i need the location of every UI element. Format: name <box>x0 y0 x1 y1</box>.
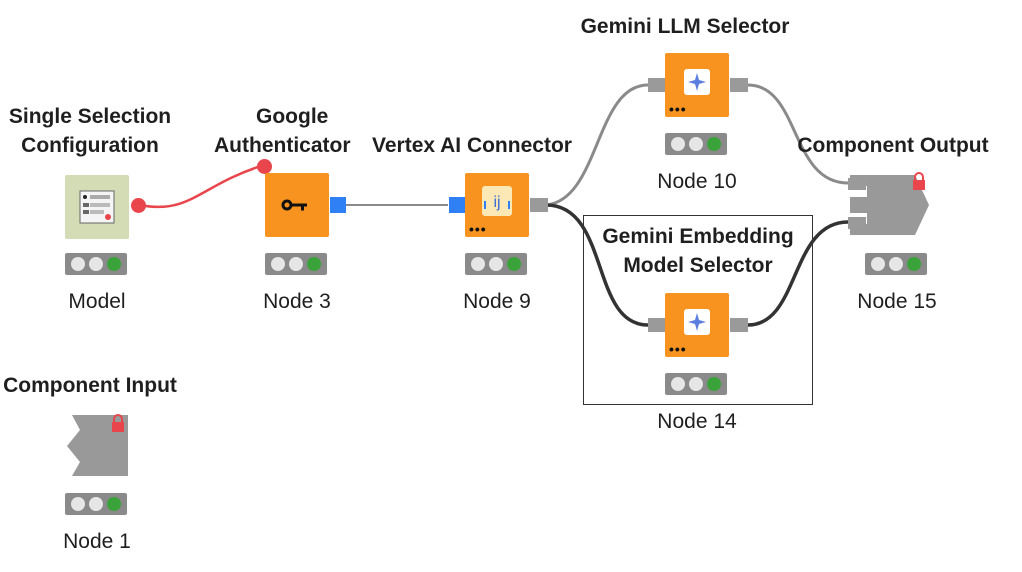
vertex-ai-connector-node[interactable]: ij ••• <box>465 173 529 237</box>
more-dots-icon: ••• <box>669 101 687 117</box>
flow-variable-out-port[interactable] <box>131 198 146 213</box>
connection-in-port[interactable] <box>648 318 666 332</box>
node-label-node1[interactable]: Node 1 <box>63 530 131 553</box>
lock-icon <box>112 414 124 432</box>
component-input-node[interactable] <box>62 410 132 480</box>
node-title-node1: Component Input <box>3 374 177 397</box>
svg-text:ij: ij <box>493 194 500 211</box>
connection-node9-node14[interactable] <box>545 203 649 327</box>
node-title-node14: Gemini Embedding Model Selector <box>602 225 794 277</box>
gemini-icon <box>688 313 706 331</box>
model-out-port[interactable] <box>730 318 748 332</box>
gemini-llm-selector-node[interactable]: ••• <box>665 53 729 117</box>
node-title-node3: Google Authenticator <box>214 105 351 157</box>
node-status-node10 <box>665 133 727 155</box>
connection-node10-node15[interactable] <box>747 83 849 185</box>
single-selection-icon <box>79 190 115 224</box>
connection-node14-node15[interactable] <box>747 220 849 327</box>
component-output-node[interactable] <box>845 170 935 240</box>
google-authenticator-node[interactable] <box>265 173 329 237</box>
node-status-node14 <box>665 373 727 395</box>
node-status-node3 <box>265 253 327 275</box>
single-selection-node[interactable] <box>65 175 129 239</box>
gemini-embedding-selector-node[interactable]: ••• <box>665 293 729 357</box>
credentials-out-port[interactable] <box>330 197 346 213</box>
node-label-model[interactable]: Model <box>68 290 126 313</box>
node-label-node9[interactable]: Node 9 <box>463 290 531 313</box>
node-status-node1 <box>65 493 127 515</box>
node-status-node9 <box>465 253 527 275</box>
node-title-node9: Vertex AI Connector <box>372 134 572 157</box>
flow-variable-in-port[interactable] <box>257 159 272 174</box>
node-label-node3[interactable]: Node 3 <box>263 290 331 313</box>
more-dots-icon: ••• <box>469 221 487 237</box>
flow-variable-connection[interactable] <box>139 163 265 209</box>
node-title-node10: Gemini LLM Selector <box>580 15 790 38</box>
node-title-model: Single Selection Configuration <box>8 105 172 157</box>
connection-out-port[interactable] <box>530 198 548 212</box>
node-title-node15: Component Output <box>797 134 989 157</box>
more-dots-icon: ••• <box>669 341 687 357</box>
node-label-node10[interactable]: Node 10 <box>657 170 737 193</box>
credentials-in-port[interactable] <box>449 197 465 213</box>
connection-node9-node10[interactable] <box>545 83 649 207</box>
node-label-node14[interactable]: Node 14 <box>657 410 737 433</box>
lock-icon <box>913 172 925 190</box>
model-out-port[interactable] <box>730 78 748 92</box>
selected-node-frame <box>583 215 813 405</box>
gemini-icon <box>688 73 706 91</box>
vertex-ai-icon: ij <box>482 186 512 216</box>
node-label-node15[interactable]: Node 15 <box>857 290 937 313</box>
key-icon <box>281 199 307 211</box>
connection-in-port[interactable] <box>648 78 666 92</box>
node-status-model <box>65 253 127 275</box>
component-output-icon <box>850 175 929 235</box>
node-status-node15 <box>865 253 927 275</box>
